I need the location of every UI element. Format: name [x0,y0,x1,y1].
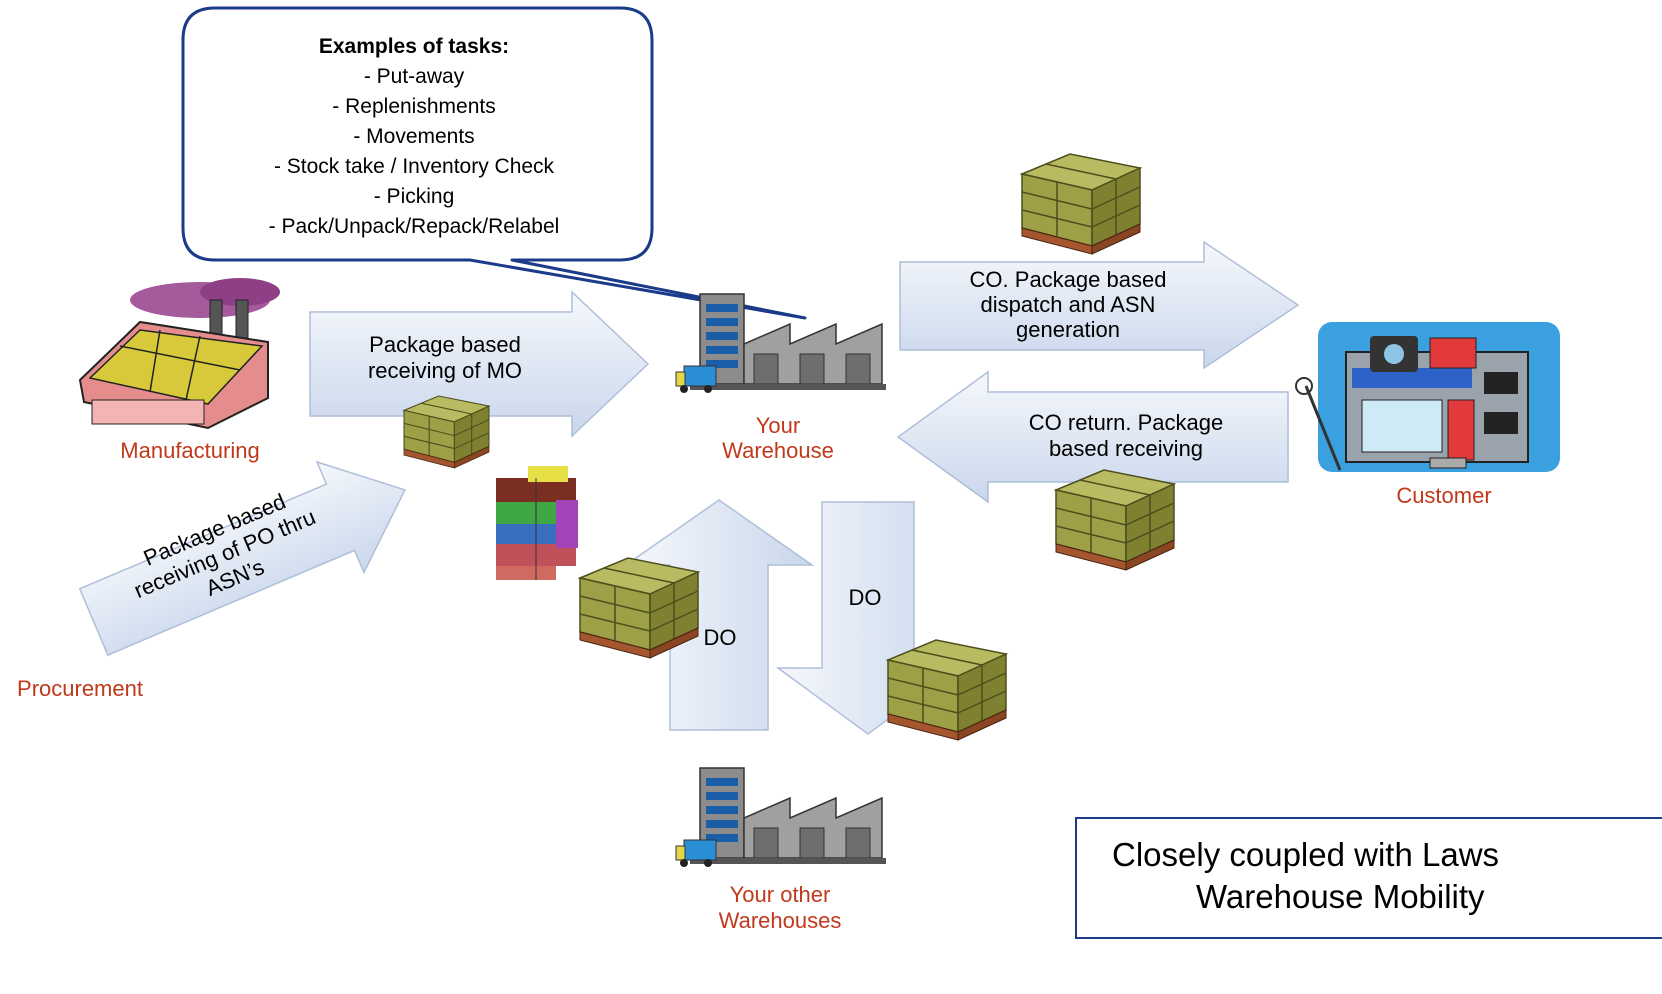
other-warehouses-label-line2: Warehouses [719,908,842,933]
arrow-co-dispatch [899,240,1300,370]
customer-label: Customer [1396,483,1491,508]
do-down-label: DO [849,585,882,610]
pallet-return-icon [1055,469,1175,571]
callout-item: - Stock take / Inventory Check [274,155,555,178]
arrow-mo-receiving [309,290,650,438]
callout-item: - Pack/Unpack/Repack/Relabel [269,215,560,238]
co-label-line2: dispatch and ASN [981,292,1156,317]
callout-item: - Movements [353,125,474,148]
manufacturing-label: Manufacturing [120,438,259,463]
return-label-line1: CO return. Package [1029,410,1223,435]
mo-label-line2: receiving of MO [368,358,522,383]
your-warehouse-label-line2: Warehouse [722,438,834,463]
footer-frame [1075,817,1662,939]
pallet-dispatch-icon [1021,153,1141,255]
do-up-label: DO [704,625,737,650]
mo-label-line1: Package based [369,332,521,357]
customer-store-icon [1295,322,1560,472]
callout-title: Examples of tasks: [319,35,509,58]
arrow-co-return [896,370,1289,504]
your-warehouse-label-line1: Your [756,413,800,438]
footer-line2: Warehouse Mobility [1196,878,1485,915]
pallet-mo-icon [403,395,490,469]
callout-item: - Replenishments [332,95,495,118]
callout-item: - Picking [374,185,455,208]
mixed-pallet-icon [496,466,578,580]
callout-bubble [181,6,807,320]
arrow-po-receiving [78,460,406,657]
your-warehouse-icon [675,293,887,394]
factory-icon [78,278,280,430]
pallet-do-up-icon [579,557,699,659]
footer-line1: Closely coupled with Laws [1112,836,1499,873]
co-label-line1: CO. Package based [970,267,1167,292]
callout-item: - Put-away [364,65,465,88]
pallet-do-down-icon [887,639,1007,741]
other-warehouses-icon [675,767,887,868]
return-label-line2: based receiving [1049,436,1203,461]
other-warehouses-label-line1: Your other [730,882,831,907]
co-label-line3: generation [1016,317,1120,342]
procurement-label: Procurement [17,676,143,701]
